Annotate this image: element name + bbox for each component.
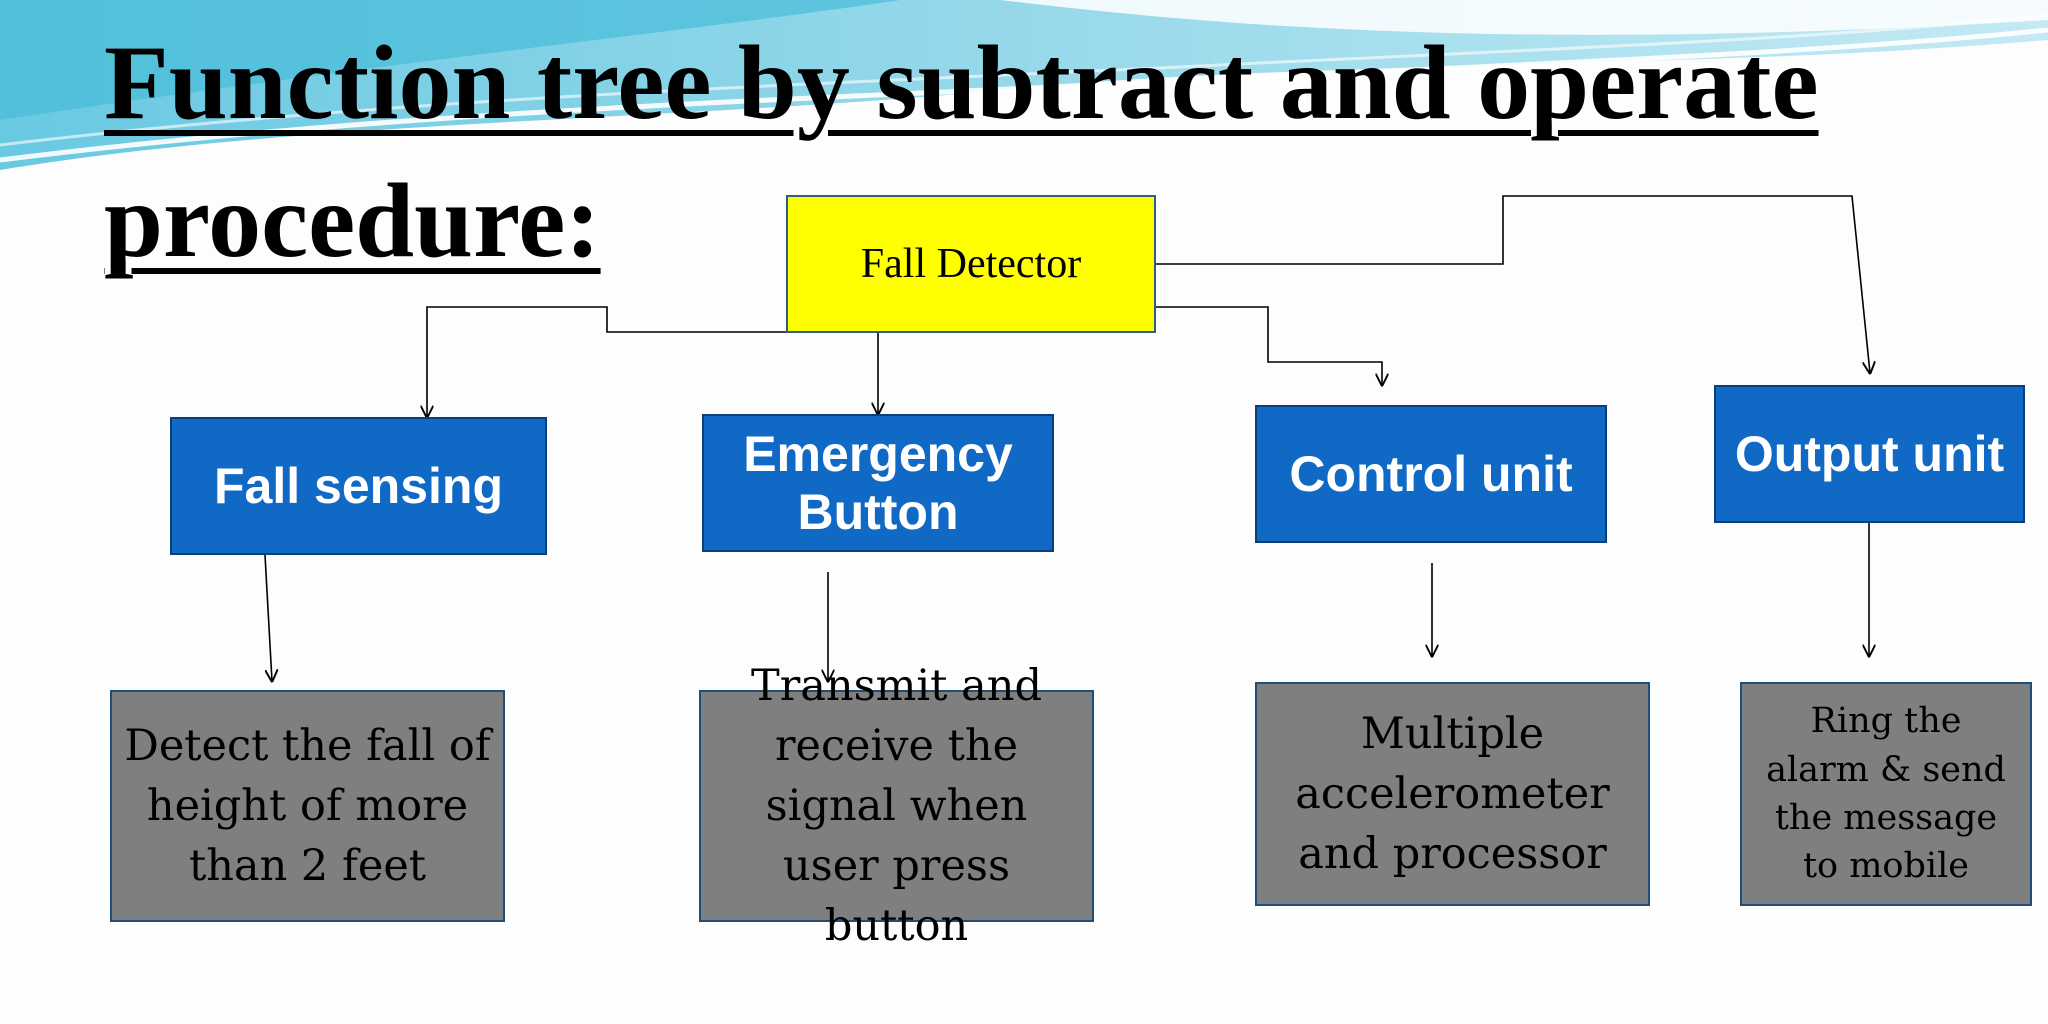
connector-root-to-output-unit: [1156, 195, 1870, 373]
function-node-fall-sensing: Fall sensing: [170, 417, 547, 555]
connector-root-to-control-unit: [1156, 306, 1382, 385]
description-node-emergency-button: Transmit and receive the signal when use…: [699, 661, 1094, 951]
function-node-output-unit: Output unit: [1714, 385, 2025, 523]
header-wave-decoration: [0, 0, 2048, 170]
connector-fall-sensing-to-description: [264, 554, 272, 681]
description-node-fall-sensing: Detect the fall of height of more than 2…: [110, 690, 505, 922]
function-node-emergency-button: Emergency Button: [702, 414, 1054, 552]
function-node-control-unit: Control unit: [1255, 405, 1607, 543]
slide-title-line-2: procedure:: [104, 162, 601, 279]
slide-title-line-1: Function tree by subtract and operate: [104, 24, 1819, 141]
connector-root-to-fall-sensing: [427, 306, 786, 417]
description-node-control-unit: Multiple accelerometer and processor: [1255, 682, 1650, 906]
description-node-output-unit: Ring the alarm & send the message to mob…: [1740, 682, 2032, 906]
root-node-fall-detector: Fall Detector: [786, 195, 1156, 333]
